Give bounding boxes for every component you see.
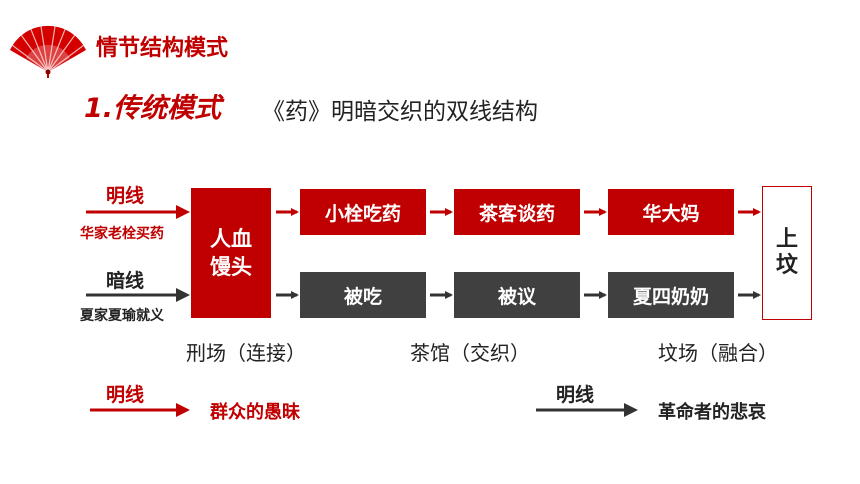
bright-line-subtext: 华家老栓买药 (80, 226, 164, 242)
section-description: 《药》明暗交织的双线结构 (262, 99, 538, 125)
place-label-graveyard: 坟场（融合） (658, 341, 778, 365)
center-box-line1: 人血 (210, 227, 252, 251)
place-label-teahouse: 茶馆（交织） (410, 341, 530, 365)
legend-right-label: 明线 (556, 384, 595, 406)
legend-left-text: 群众的愚昧 (210, 402, 300, 423)
legend-right-text: 革命者的悲哀 (658, 402, 766, 423)
bottom-box-3: 夏四奶奶 (608, 272, 734, 318)
end-box-line1: 上 (775, 227, 798, 252)
top-box-3: 华大妈 (608, 189, 734, 235)
bottom-box-2: 被议 (454, 272, 580, 318)
end-box-grave: 上 坟 (762, 186, 812, 320)
center-box-line2: 馒头 (210, 255, 252, 279)
center-box-blood-bun: 人血 馒头 (191, 188, 271, 318)
section-number-title: 1.传统模式 (84, 93, 222, 124)
bright-line-label: 明线 (106, 185, 145, 207)
dark-line-label: 暗线 (106, 270, 145, 292)
header-title: 情节结构模式 (96, 36, 229, 61)
top-box-2: 茶客谈药 (454, 189, 580, 235)
dark-line-subtext: 夏家夏瑜就义 (80, 308, 164, 324)
legend-left-label: 明线 (106, 384, 145, 406)
top-box-1: 小栓吃药 (300, 189, 426, 235)
end-box-line2: 坟 (775, 253, 798, 278)
place-label-execution-ground: 刑场（连接） (186, 341, 306, 365)
bottom-box-1: 被吃 (300, 272, 426, 318)
fan-icon (10, 25, 86, 78)
